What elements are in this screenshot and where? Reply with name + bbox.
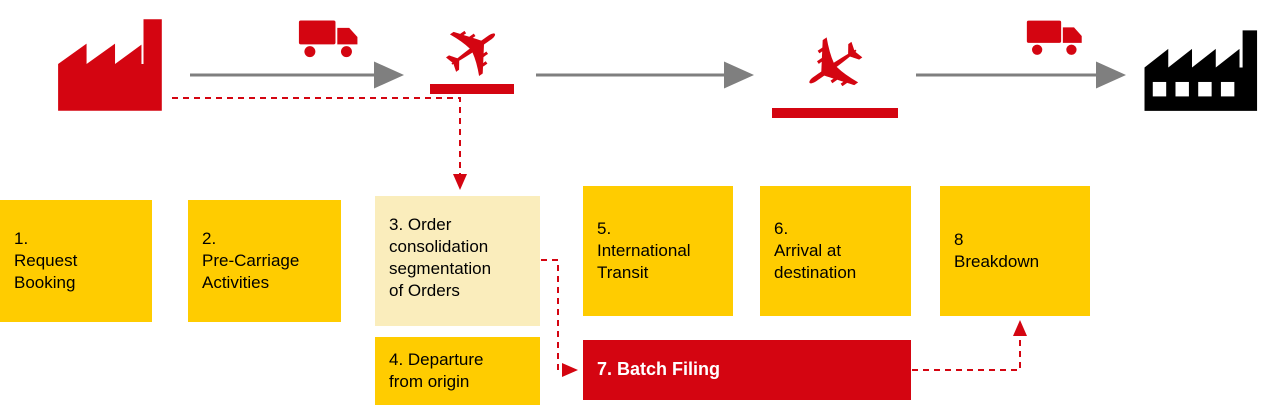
- dashed-arrow-step7-to-step8: [912, 320, 1027, 371]
- dashed-arrow-step3-to-step7: [541, 259, 578, 377]
- runway-bar: [772, 108, 898, 118]
- airplane-glyph: ✈: [772, 10, 898, 125]
- step-box-6: 6. Arrival at destination: [760, 186, 911, 316]
- airplane-takeoff-icon: ✈: [424, 0, 524, 104]
- truck-icon: [298, 14, 362, 60]
- step-label-4: 4. Departure from origin: [389, 349, 484, 391]
- airplane-glyph: ✈: [424, 0, 524, 104]
- step-label-2: 2. Pre-Carriage Activities: [202, 228, 300, 293]
- factory-icon: [1144, 30, 1258, 111]
- step-label-8: 8 Breakdown: [954, 229, 1040, 271]
- airplane-glyph: ✈: [780, 10, 889, 125]
- truck-icon: [298, 20, 358, 58]
- step-label-1: 1. Request Booking: [14, 228, 78, 293]
- truck-icon: [1026, 20, 1082, 55]
- factory-icon: [58, 19, 162, 111]
- airplane-landing-icon: ✈: [772, 10, 898, 125]
- step-label-5: 5. International Transit: [597, 218, 691, 283]
- step-box-1: 1. Request Booking: [0, 200, 152, 322]
- step-box-4: 4. Departure from origin: [375, 337, 540, 405]
- step-label-6: 6. Arrival at destination: [774, 218, 857, 283]
- step-box-7: 7. Batch Filing: [583, 340, 911, 400]
- step-box-3: 3. Order consolidation segmentation of O…: [375, 196, 540, 326]
- factory-destination-icon: [1140, 20, 1275, 115]
- step-box-2: 2. Pre-Carriage Activities: [188, 200, 341, 322]
- step-box-5: 5. International Transit: [583, 186, 733, 316]
- step-label-7: 7. Batch Filing: [597, 359, 721, 380]
- truck-icon: [1026, 14, 1086, 58]
- factory-origin-icon: [52, 10, 174, 118]
- step-box-8: 8 Breakdown: [940, 186, 1090, 316]
- dashed-arrow-factory-to-step3: [172, 97, 467, 190]
- runway-bar: [430, 84, 514, 94]
- step-label-3: 3. Order consolidation segmentation of O…: [389, 215, 492, 301]
